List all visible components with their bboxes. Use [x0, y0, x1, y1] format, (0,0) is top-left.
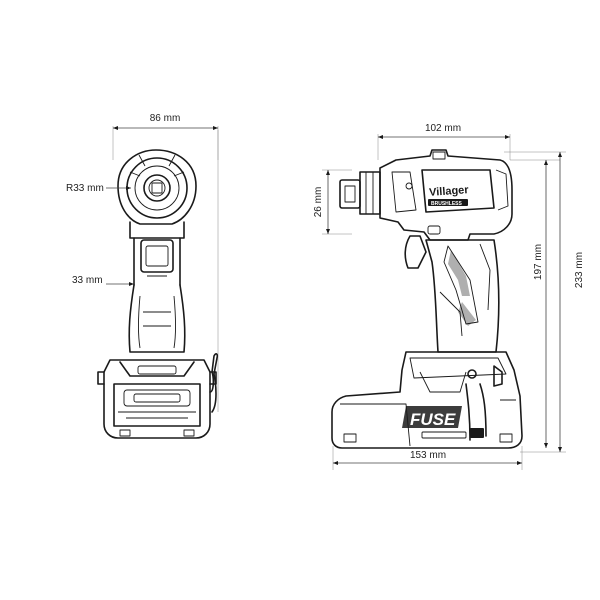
dimension-top-102: 102 mm — [377, 123, 511, 160]
side-anvil — [339, 171, 381, 215]
side-handle — [425, 239, 500, 353]
dimension-bottom-153: 153 mm — [332, 446, 523, 470]
height-197-label: 197 mm — [533, 244, 544, 280]
front-head — [117, 149, 197, 225]
top-102-label: 102 mm — [425, 123, 461, 134]
brushless-badge: BRUSHLESS — [431, 201, 463, 207]
width-86-label: 86 mm — [150, 113, 181, 124]
radius-r33-label: R33 mm — [66, 183, 104, 194]
side-battery: FUSE — [331, 351, 523, 449]
battery-brand: FUSE — [410, 410, 456, 429]
dimension-height-233: 233 mm — [504, 151, 585, 453]
side-head: Villager BRUSHLESS — [379, 149, 513, 241]
head-26-label: 26 mm — [313, 187, 324, 218]
dimension-head-26: 26 mm — [313, 169, 352, 235]
side-trigger — [404, 225, 441, 269]
dimension-radius-r33: R33 mm — [66, 183, 131, 194]
front-view: 86 mm R33 mm 33 — [66, 113, 219, 439]
dimension-height-197: 197 mm — [510, 159, 560, 448]
front-battery — [97, 359, 217, 439]
height-233-label: 233 mm — [574, 252, 585, 288]
belt-clip — [209, 353, 219, 413]
dimension-width-86: 86 mm — [112, 113, 219, 160]
dimension-grip-33: 33 mm — [72, 275, 134, 286]
grip-33-label: 33 mm — [72, 275, 103, 286]
bottom-153-label: 153 mm — [410, 450, 446, 461]
front-grip — [128, 284, 186, 353]
front-neck — [129, 221, 185, 286]
side-view: 102 mm 26 mm 197 mm 233 mm — [313, 123, 585, 470]
brand-logo: Villager — [429, 184, 470, 199]
